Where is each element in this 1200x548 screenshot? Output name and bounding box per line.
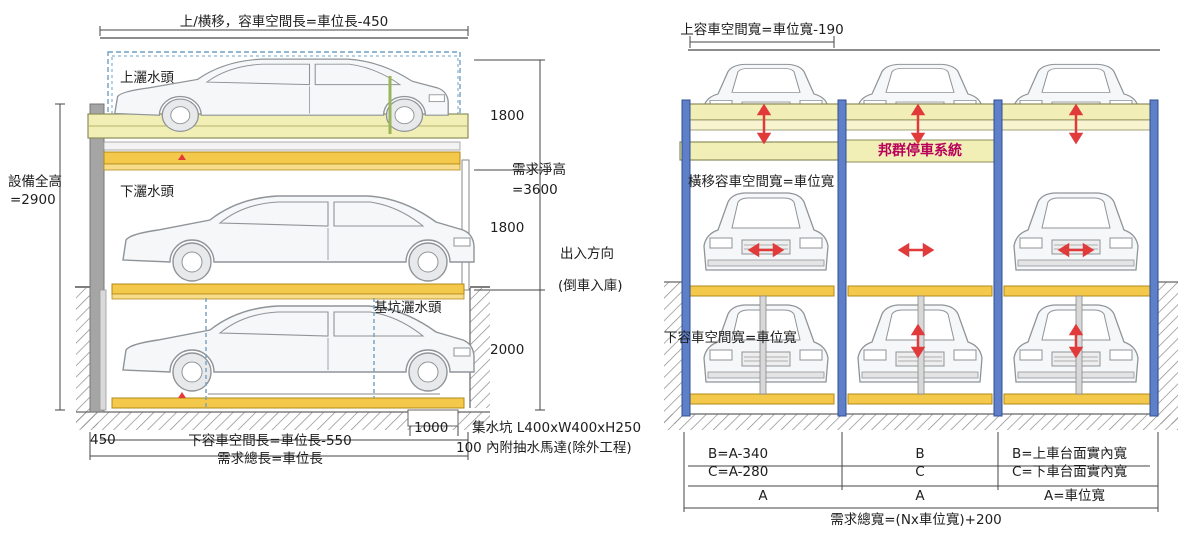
pump-label: 100 內附抽水馬達(除外工程) xyxy=(456,440,632,456)
col1-a: A xyxy=(758,488,768,504)
dim-450: 450 xyxy=(90,432,116,448)
height-1800-lower: 1800 xyxy=(490,220,525,236)
side-column-right xyxy=(461,159,470,291)
total-width-label: 需求總寬=(Nx車位寬)+200 xyxy=(830,512,1002,528)
front-middle-pallet-2 xyxy=(847,285,993,297)
front-pit-pallet-3 xyxy=(1003,393,1153,405)
front-pit-pallet-2 xyxy=(847,393,993,405)
middle-pallet xyxy=(111,283,465,295)
col1-c: C=A-280 xyxy=(708,464,769,480)
side-top-dimension: 上/横移，容車空間長=車位長-450 xyxy=(179,14,389,30)
col3-c: C=下車台面實內寬 xyxy=(1012,464,1128,480)
front-column-4 xyxy=(1149,99,1159,417)
front-middle-car-3 xyxy=(1013,192,1139,271)
pit-car xyxy=(122,305,475,392)
col2-b: B xyxy=(915,446,925,462)
clearance-label: 需求淨高 xyxy=(512,162,566,178)
front-column-3 xyxy=(993,99,1003,417)
height-2000-pit: 2000 xyxy=(490,342,525,358)
front-column-2 xyxy=(837,99,847,417)
pit-sprinkler-label: 基坑灑水頭 xyxy=(374,300,442,316)
side-view xyxy=(55,26,545,460)
traverse-width-label: 橫移容車空間寬=車位寬 xyxy=(688,174,835,190)
clearance-value: =3600 xyxy=(512,182,558,198)
front-pit-wall-left xyxy=(664,282,684,424)
brand-label: 邦群停車系統 xyxy=(878,143,962,159)
sump-label: 集水坑 L400xW400xH250 xyxy=(472,420,642,436)
lower-width-label: 下容車空間寬=車位寬 xyxy=(664,330,797,346)
pit-pallet xyxy=(111,397,465,409)
col3-b: B=上車台面實內寬 xyxy=(1012,446,1128,462)
middle-car xyxy=(122,195,475,282)
total-length: 需求總長=車位長 xyxy=(217,451,323,467)
front-middle-car-1 xyxy=(703,192,829,271)
total-height-value: =2900 xyxy=(10,192,56,208)
lower-space-length: 下容車空間長=車位長-550 xyxy=(188,433,352,449)
upper-width-label: 上容車空間寬=車位寬-190 xyxy=(680,22,844,38)
front-column-1 xyxy=(681,99,691,417)
height-1800-upper: 1800 xyxy=(490,108,525,124)
front-middle-pallet-1 xyxy=(689,285,835,297)
front-pit-pallet-1 xyxy=(689,393,835,405)
upper-sprinkler-label: 上灑水頭 xyxy=(120,70,174,86)
entry-direction-label: 出入方向 xyxy=(560,246,614,262)
front-middle-pallet-3 xyxy=(1003,285,1153,297)
entry-direction-note: (倒車入庫) xyxy=(558,278,623,294)
col2-a: A xyxy=(915,488,925,504)
lower-sprinkler-label: 下灑水頭 xyxy=(120,184,174,200)
pit-wall-right xyxy=(470,288,490,408)
front-pit-floor xyxy=(664,414,1178,430)
pit-floor xyxy=(76,412,490,430)
col2-c: C xyxy=(915,464,925,480)
col1-b: B=A-340 xyxy=(708,446,769,462)
sump-pit xyxy=(407,409,459,427)
total-height-label: 設備全高 xyxy=(8,174,62,190)
dim-1000: 1000 xyxy=(414,420,449,436)
front-view xyxy=(664,36,1178,512)
front-pit-wall-right xyxy=(1158,282,1178,424)
col3-a: A=車位寬 xyxy=(1044,488,1106,504)
upper-pallet xyxy=(103,151,461,165)
